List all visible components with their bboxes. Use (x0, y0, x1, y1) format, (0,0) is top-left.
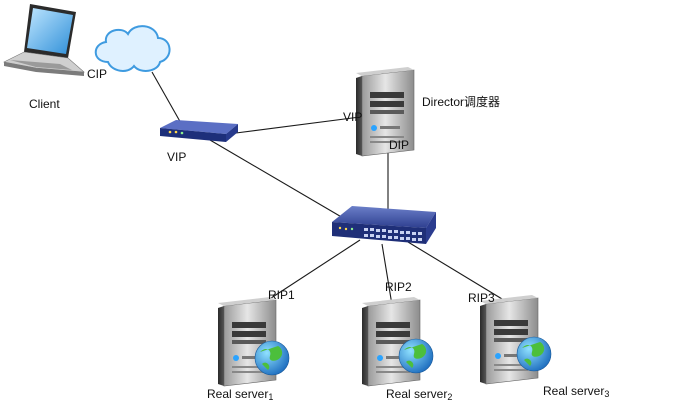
real-server-3-name: Real server (543, 384, 605, 398)
globe-icon (398, 338, 434, 374)
rip1-label: RIP1 (268, 288, 295, 302)
router-vip-label: VIP (167, 150, 187, 164)
laptop-icon (3, 4, 85, 76)
dip-label: DIP (389, 138, 410, 152)
cip-label: CIP (87, 67, 108, 81)
globe-icon (254, 340, 290, 376)
connection-lines (151, 71, 513, 306)
real-server-1-label: Real server1 (207, 387, 273, 404)
real-server-1-index: 1 (268, 392, 274, 402)
cloud-icon (94, 25, 171, 72)
real-server-1-icon (217, 296, 290, 387)
link-router-director (235, 116, 361, 134)
globe-icon (516, 336, 552, 372)
link-switch-rs1 (264, 239, 361, 303)
real-server-1-name: Real server (207, 387, 269, 401)
real-server-3-label: Real server3 (543, 384, 609, 401)
link-cloud-router (151, 71, 183, 126)
real-server-3-index: 3 (604, 389, 610, 399)
link-switch-rs2 (381, 243, 393, 306)
link-router-switch (209, 139, 351, 223)
rip2-label: RIP2 (385, 280, 412, 294)
real-server-2-name: Real server (386, 387, 448, 401)
rip3-label: RIP3 (468, 291, 495, 305)
switch-icon (332, 206, 436, 244)
client-label: Client (29, 97, 60, 111)
link-switch-rs3 (407, 241, 513, 306)
real-server-2-label: Real server2 (386, 387, 452, 404)
real-server-2-icon (361, 296, 434, 387)
director-label: Director调度器 (422, 95, 501, 109)
real-server-2-index: 2 (447, 392, 453, 402)
router-icon (160, 120, 238, 142)
director-vip-label: VIP (343, 110, 363, 124)
real-server-3-icon (479, 294, 552, 385)
